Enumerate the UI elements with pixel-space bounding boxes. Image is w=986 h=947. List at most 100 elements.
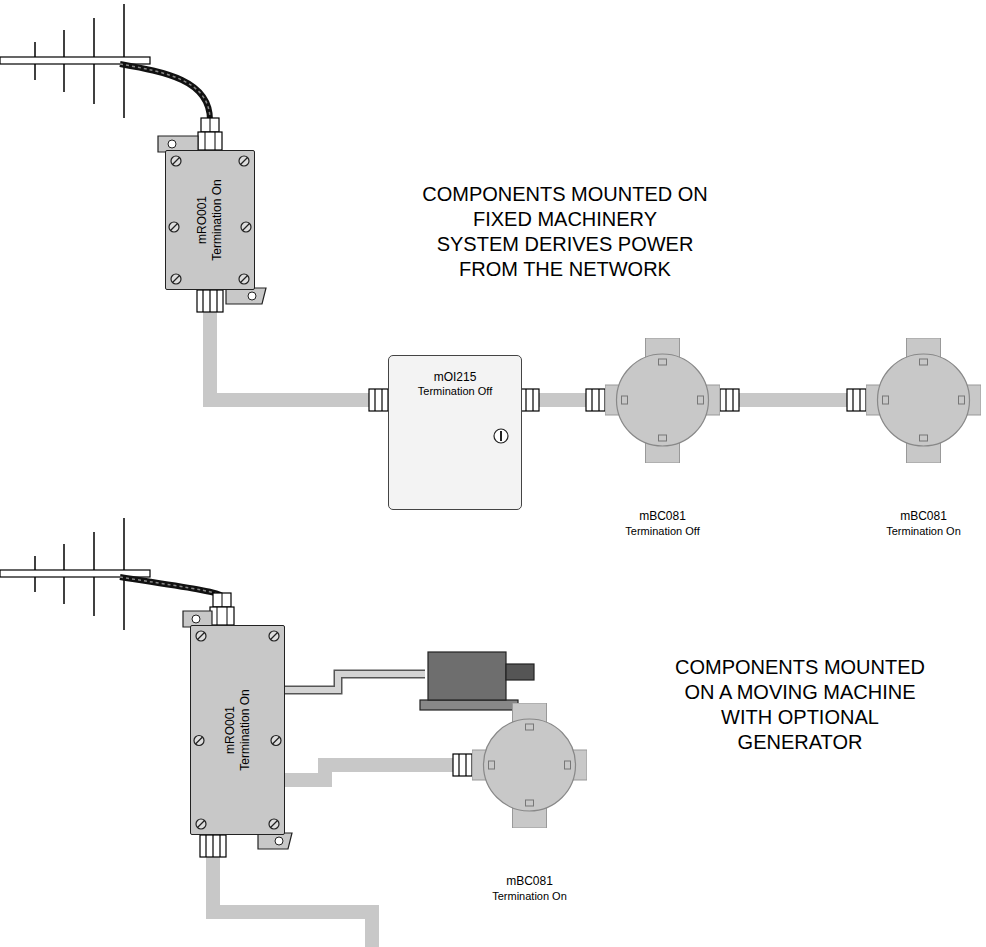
screw-head (239, 156, 249, 166)
screw (239, 156, 249, 166)
screw-head (171, 156, 181, 166)
screw (196, 631, 206, 641)
junction-box: mBC081Termination On (866, 338, 981, 539)
junction-body (484, 719, 576, 811)
radio-unit: mRO001Termination On (190, 625, 285, 835)
cable-gland-part (453, 754, 472, 776)
screw (194, 735, 204, 745)
lug (883, 396, 889, 404)
generator-part (428, 652, 506, 700)
lug (920, 359, 928, 365)
junction-box: mBC081Termination Off (605, 338, 720, 539)
cable-gland-part (205, 835, 206, 857)
cable-gland-part (216, 290, 217, 312)
cable-gland-part (202, 290, 203, 312)
cable-gland-part (852, 389, 853, 411)
termination-note: Termination On (472, 889, 587, 904)
mounting-ear (158, 136, 266, 304)
screw-head (269, 819, 279, 829)
cable-gland-part (219, 835, 220, 857)
antenna (0, 4, 222, 150)
screw-slot (270, 820, 277, 827)
junction-shape (605, 338, 720, 463)
antenna-part (120, 577, 222, 596)
radio-unit: mRO001Termination On (165, 150, 255, 290)
mounting-ear-part (275, 837, 283, 845)
section-heading: COMPONENTS MOUNTED ON FIXED MACHINERY (415, 182, 715, 232)
part-number: mRO001 (195, 179, 210, 260)
cable-gland-part (520, 389, 539, 411)
cable (720, 393, 866, 407)
cable-gland-part (720, 389, 739, 411)
antenna-part (120, 64, 210, 120)
junction-box: mBC081Termination On (472, 703, 587, 904)
screw-head (269, 631, 279, 641)
cable-gland-part (725, 389, 726, 411)
caption-block: mBC081Termination On (866, 509, 981, 539)
termination-note: Termination Off (397, 384, 513, 398)
generator (420, 652, 534, 710)
mounting-ear-part (248, 292, 256, 300)
antenna (0, 518, 234, 630)
cable-gland-part (591, 389, 592, 411)
screw-head (196, 819, 206, 829)
screw (239, 274, 249, 284)
cable-gland-part (374, 389, 375, 411)
generator-part (420, 700, 518, 710)
part-number: mBC081 (866, 509, 981, 524)
screw-set (190, 625, 285, 835)
cable-gland-part (381, 389, 382, 411)
cable-gland (197, 290, 866, 411)
screw-slot (170, 223, 177, 230)
antenna-part (201, 118, 219, 132)
mounting-ear-part (258, 833, 292, 849)
lug (659, 359, 667, 365)
cable-gland-part (465, 754, 466, 776)
antenna-part (217, 607, 218, 625)
generator-cable (285, 674, 425, 690)
screw-slot (197, 820, 204, 827)
cable (210, 290, 388, 400)
key-lock (491, 426, 511, 446)
screw-head (194, 735, 204, 745)
screw-slot (195, 737, 202, 744)
screw-slot (172, 157, 179, 164)
termination-note: Termination On (210, 179, 225, 260)
lug (622, 396, 628, 404)
screw-slot (270, 632, 277, 639)
generator-cable (285, 674, 425, 690)
lug (959, 396, 965, 404)
part-number: mOI215 (397, 370, 513, 384)
cable-gland-part (586, 389, 605, 411)
mounting-ear-part (168, 140, 176, 148)
key-lock-ring (494, 429, 508, 443)
rotated-text: mRO001Termination On (195, 179, 225, 260)
lug (489, 761, 495, 769)
screw-slot (172, 275, 179, 282)
junction-body (878, 354, 970, 446)
cable-gland-part (732, 389, 733, 411)
screw-set (165, 150, 255, 290)
antenna-part (210, 118, 211, 132)
antenna-part (210, 607, 234, 625)
termination-note: Termination On (238, 689, 253, 770)
rotated-text: mRO001Termination On (223, 689, 253, 770)
cable-gland-part (197, 290, 223, 312)
part-number: mBC081 (472, 874, 587, 889)
lug (698, 396, 704, 404)
power-cable (213, 857, 372, 947)
mounting-ear-part (192, 615, 200, 623)
cable-gland-part (525, 389, 526, 411)
generator-part (506, 664, 534, 680)
part-number: mBC081 (605, 509, 720, 524)
cable (285, 765, 472, 780)
cable-gland-part (859, 389, 860, 411)
antenna-part (215, 132, 216, 150)
screw-head (241, 222, 251, 232)
screw-slot (272, 737, 279, 744)
mounting-ear (183, 611, 292, 849)
screw-head (171, 274, 181, 284)
key-lock-slot (500, 431, 502, 441)
cable-gland-part (847, 389, 866, 411)
cable-gland-part (212, 835, 213, 857)
